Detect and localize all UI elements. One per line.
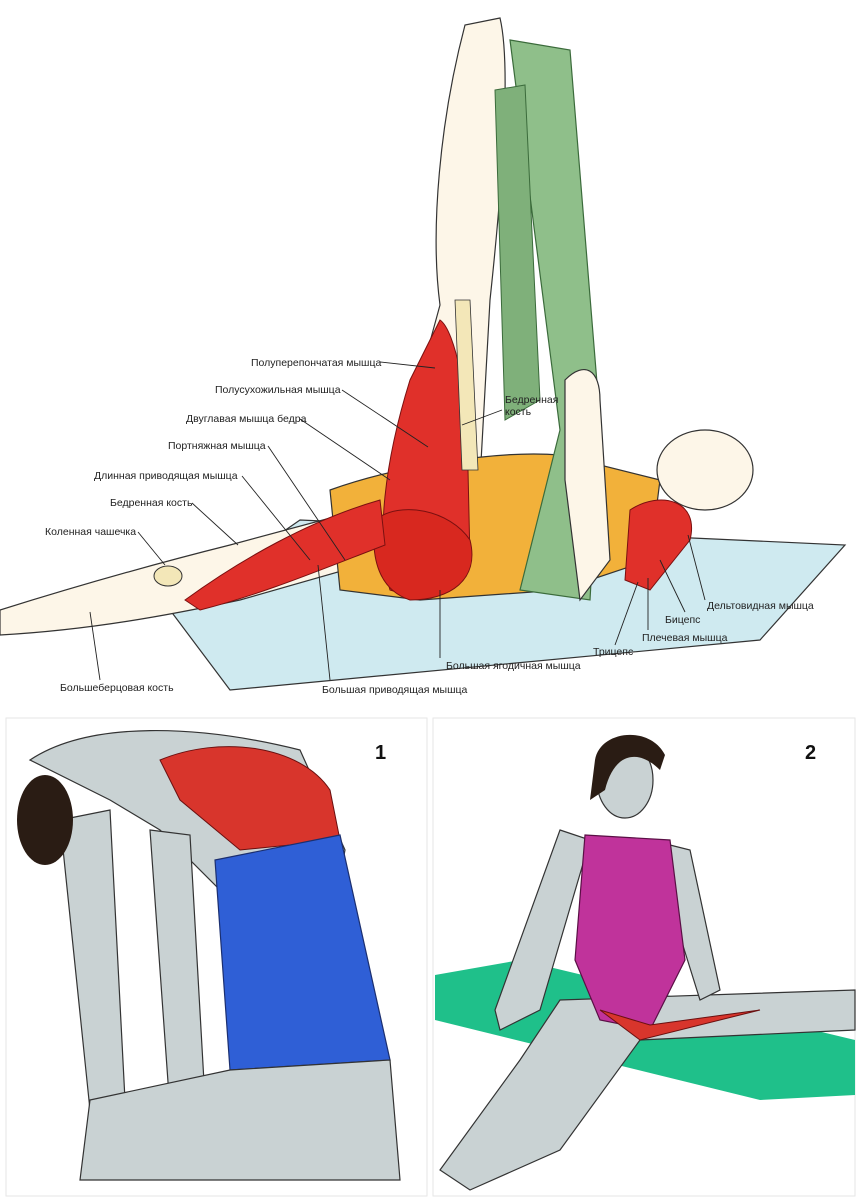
label-brachialis: Плечевая мышца [642,632,728,644]
label-sartorius: Портняжная мышца [168,440,266,452]
label-semitendinosus: Полусухожильная мышца [215,384,341,396]
top-stretch-figure [0,17,847,691]
label-gluteus-maximus: Большая ягодичная мышца [446,660,581,672]
label-deltoid: Дельтовидная мышца [707,600,814,612]
label-semimembranosus: Полуперепончатая мышца [251,357,382,369]
label-biceps: Бицепс [665,614,701,626]
head [656,429,754,511]
adductor-muscles [184,499,386,611]
label-tibia: Большеберцовая кость [60,682,174,694]
label-femur-right-2: кость [505,406,532,418]
panel-2-figure [432,717,856,1197]
label-adductor-magnus: Большая приводящая мышца [322,684,468,696]
deltoid-muscle [624,499,693,591]
label-biceps-femoris: Двуглавая мышца бедра [186,413,307,425]
arm [564,369,611,602]
split-legs [439,989,856,1191]
femur-bone [454,299,479,471]
panel-number-1: 1 [375,742,387,764]
arched-head [17,775,73,865]
stretch-band-inner [494,84,541,421]
back-muscles [159,746,341,851]
kneeling-legs [79,1059,401,1181]
panel-1-figure [5,717,428,1197]
panel-number-2: 2 [805,742,817,764]
adductor-muscles-2 [599,1009,761,1041]
hair-2 [590,734,665,800]
gluteus-muscle [373,509,473,601]
kneecap-bone [153,565,183,587]
label-adductor-longus: Длинная приводящая мышца [94,470,238,482]
label-femur-right-1: Бедренная [505,394,559,406]
label-kneecap: Коленная чашечка [45,526,137,538]
label-femur-left: Бедренная кость [110,497,193,509]
leader-lines [89,361,706,681]
label-triceps: Трицепс [593,646,634,658]
